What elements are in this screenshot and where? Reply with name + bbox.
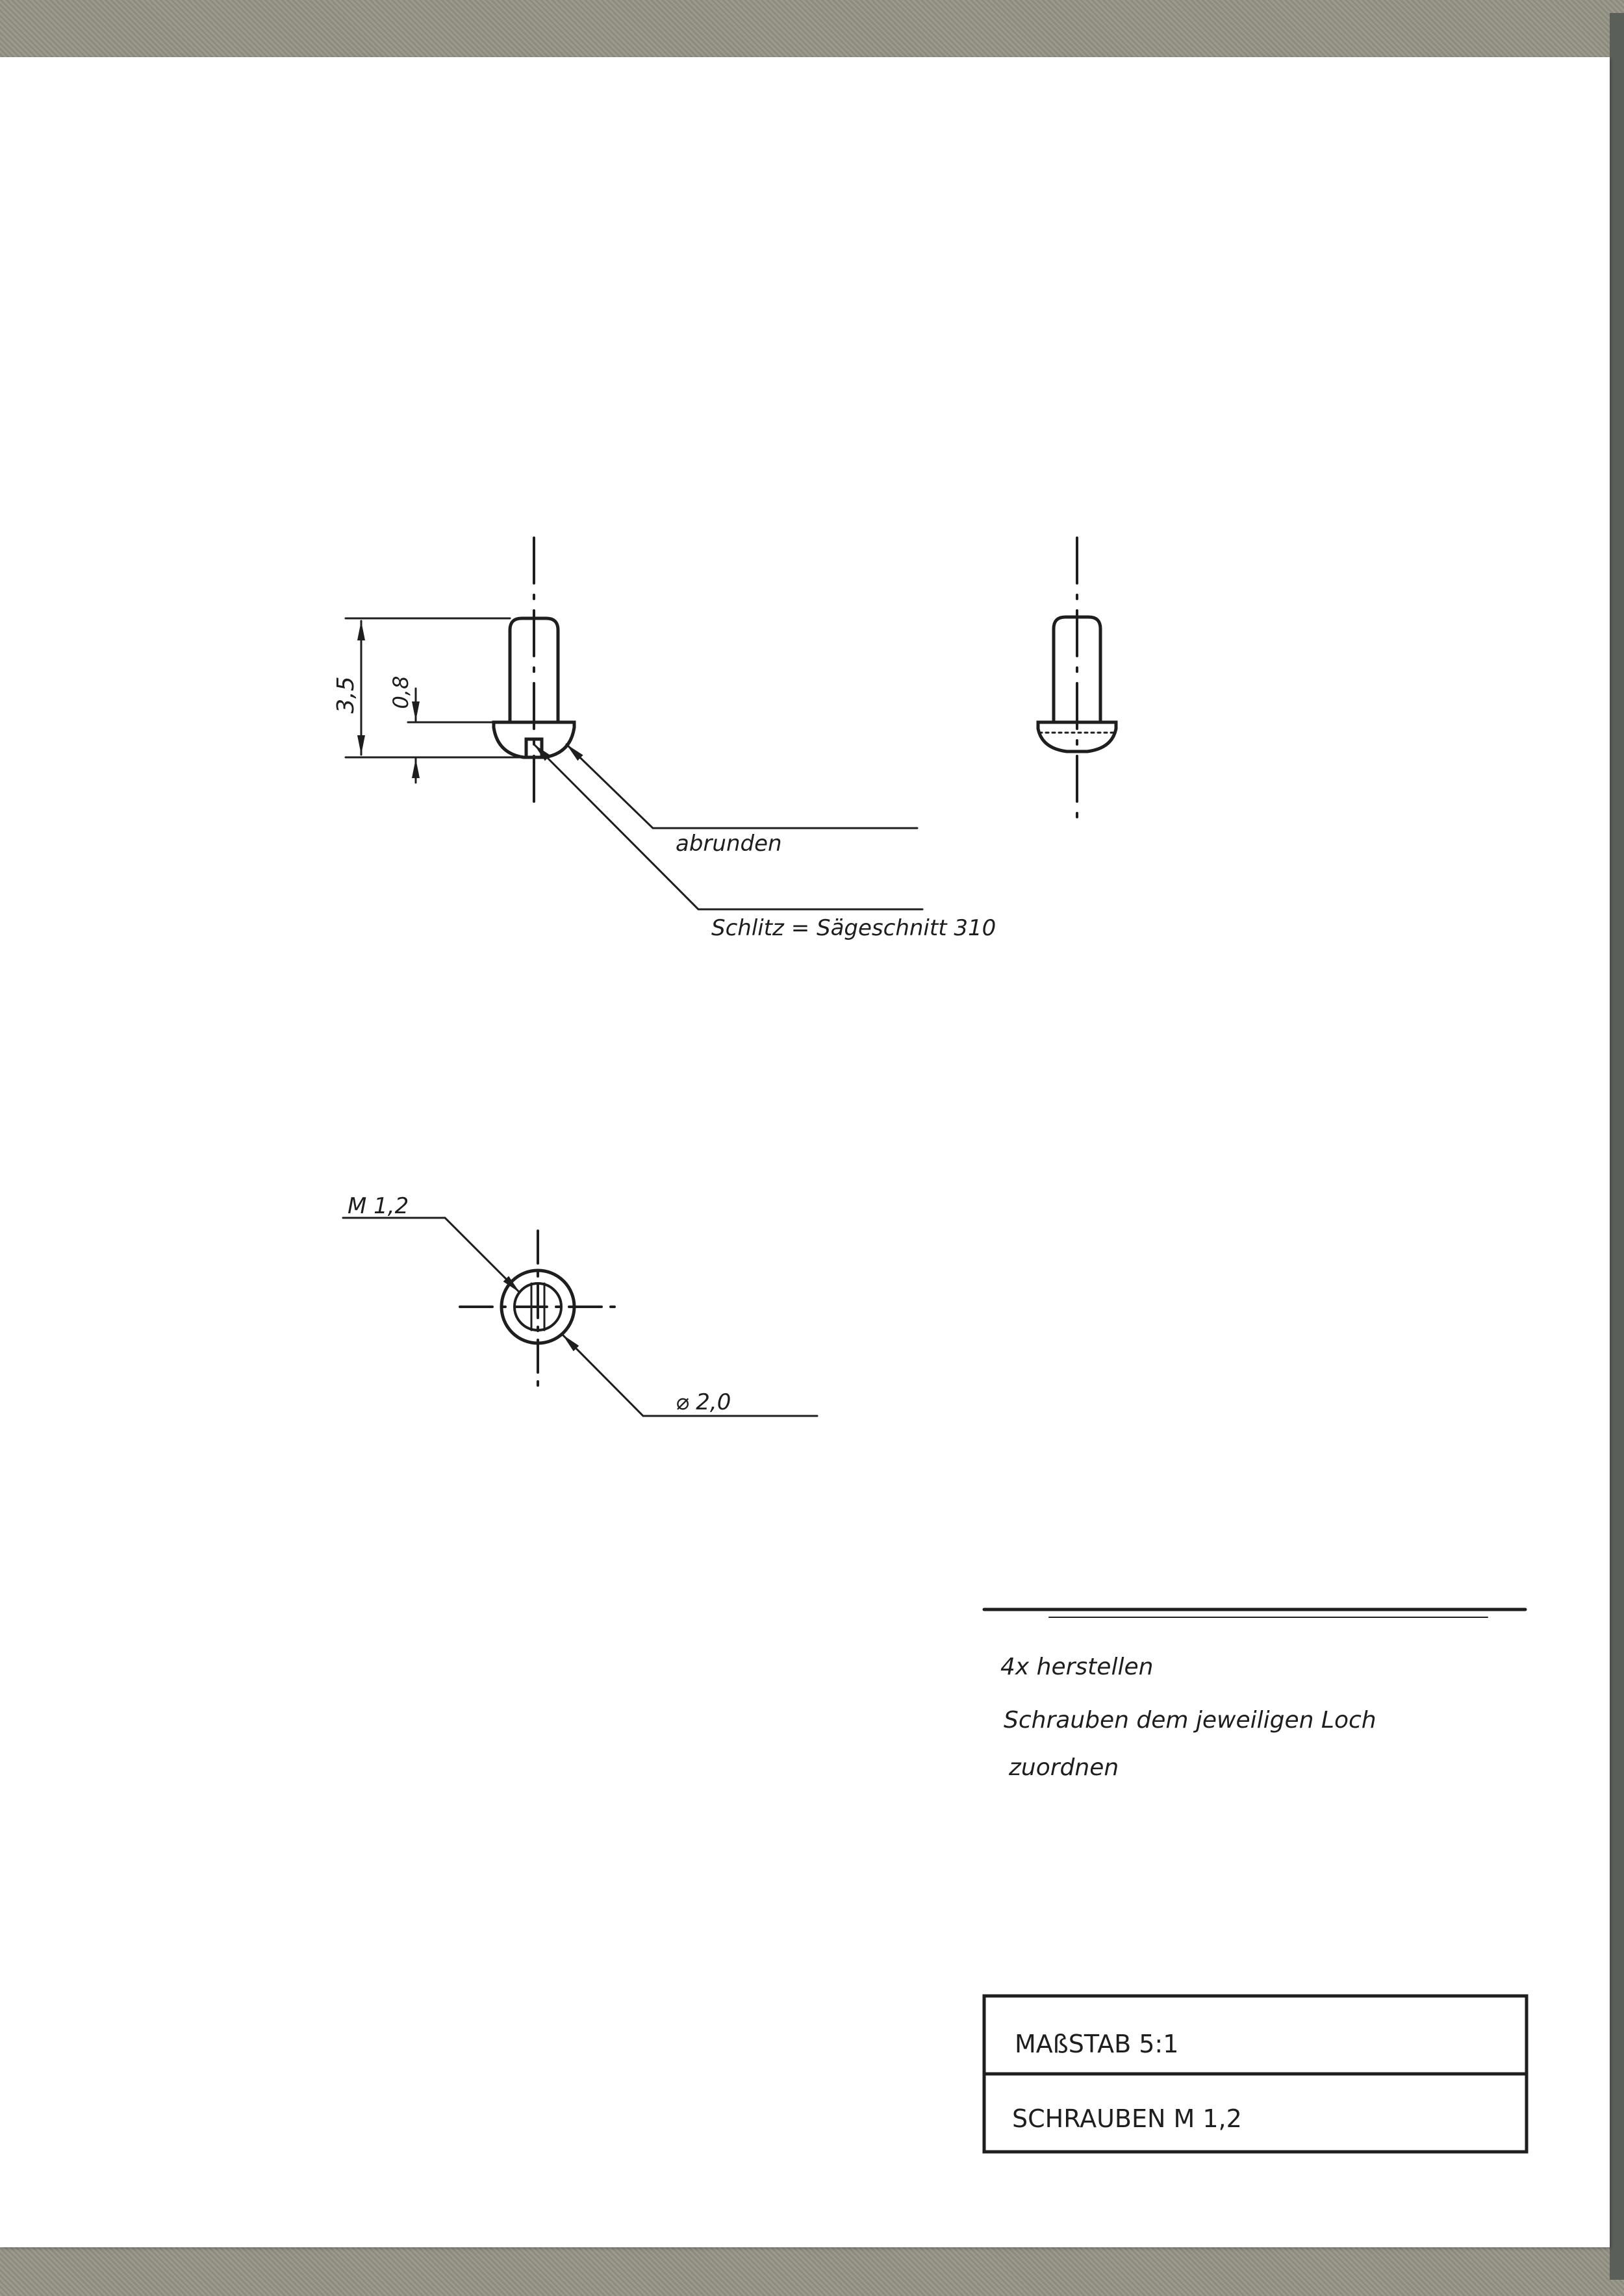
- label-schlitz: Schlitz = Sägeschnitt 310: [711, 915, 996, 941]
- title-part: SCHRAUBEN M 1,2: [1012, 2104, 1242, 2133]
- leader-thread: [342, 1217, 521, 1294]
- right-head: [1036, 720, 1118, 753]
- label-thread: M 1,2: [348, 1193, 409, 1219]
- leader-schlitz: [533, 743, 924, 911]
- drawing-sheet: [0, 57, 1610, 2247]
- dim-total-text: 3,5: [333, 676, 359, 713]
- top-outer-circle: [500, 1268, 576, 1345]
- title-block: MAßSTAB 5:1 SCHRAUBEN M 1,2: [982, 1994, 1529, 2154]
- notes-block: 4x herstellen Schrauben dem jeweiligen L…: [982, 1608, 1527, 1781]
- label-abrunden: abrunden: [676, 831, 782, 857]
- binder-edge: [1610, 13, 1624, 2280]
- leader-diameter: [561, 1333, 818, 1417]
- right-shank: [1052, 615, 1102, 724]
- note-line-3: zuordnen: [1008, 1754, 1119, 1781]
- note-line-1: 4x herstellen: [1000, 1654, 1153, 1680]
- screw-side-view: 3,5 0,8 abrunden Schlitz = Sägeschnitt 3…: [333, 536, 996, 941]
- side-shank: [508, 616, 560, 724]
- note-line-2: Schrauben dem jeweiligen Loch: [1004, 1707, 1377, 1734]
- top-inner-circle: [513, 1282, 563, 1331]
- leader-abrunden: [565, 743, 919, 829]
- screw-top-view: M 1,2 ⌀ 2,0: [342, 1193, 818, 1417]
- screw-side-view-rotated: [1036, 536, 1118, 823]
- label-diameter: ⌀ 2,0: [676, 1389, 731, 1415]
- dim-head-text: 0,8: [388, 676, 413, 709]
- title-scale: MAßSTAB 5:1: [1015, 2030, 1178, 2058]
